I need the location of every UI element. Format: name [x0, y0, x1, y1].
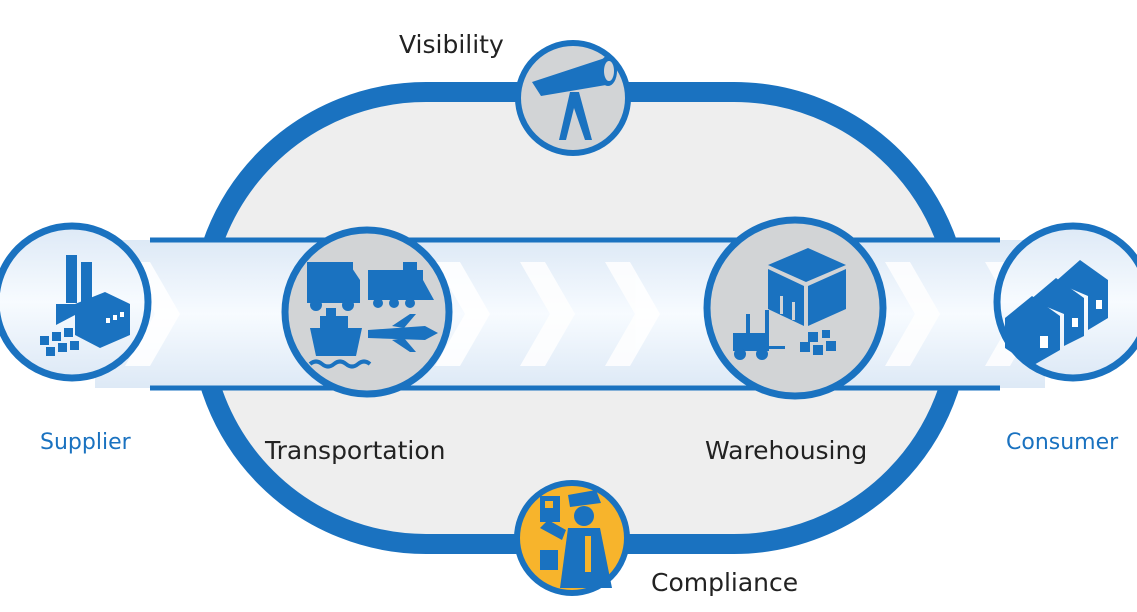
consumer-node [993, 222, 1137, 382]
factory-icon [40, 255, 130, 356]
transportation-label: Transportation [265, 436, 446, 465]
warehousing-node [703, 216, 887, 400]
compliance-node [514, 480, 630, 596]
chevron-arrow [435, 262, 490, 366]
houses-icon [1005, 260, 1108, 366]
telescope-icon [532, 56, 617, 140]
visibility-node [515, 40, 631, 156]
chevron-arrow [605, 262, 660, 366]
warehousing-label: Warehousing [705, 436, 868, 465]
chevron-arrow [520, 262, 575, 366]
transport-vehicles-icon [307, 262, 438, 369]
compliance-label: Compliance [651, 568, 799, 597]
supplier-node [0, 222, 152, 382]
consumer-label: Consumer [1006, 430, 1119, 455]
forklift-pallet-icon [733, 248, 846, 360]
supplier-label: Supplier [40, 430, 131, 455]
chevron-arrow [885, 262, 940, 366]
transportation-node [281, 226, 453, 398]
visibility-label: Visibility [399, 30, 504, 59]
customs-officer-icon [540, 490, 612, 588]
chevron-arrow [125, 262, 180, 366]
